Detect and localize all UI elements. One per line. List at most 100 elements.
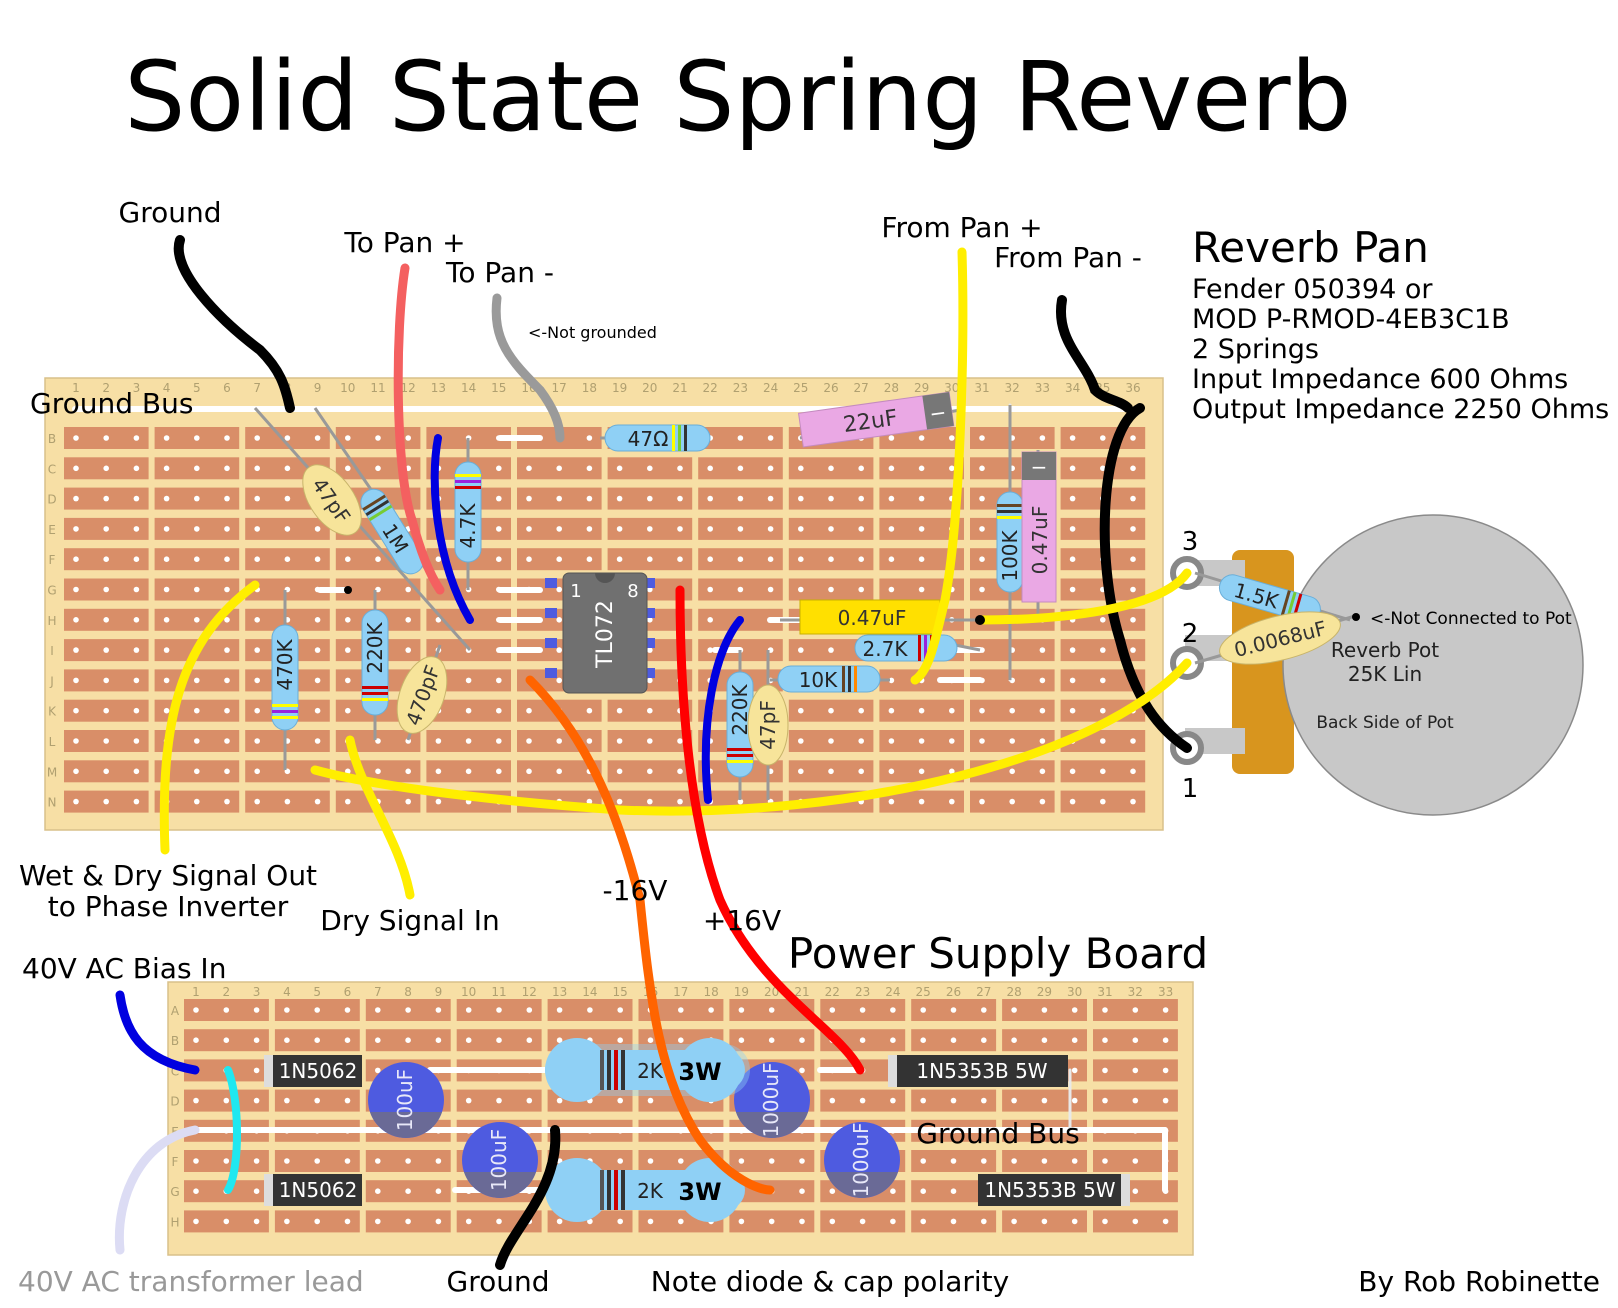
- wire-plus16v: [675, 585, 865, 1075]
- strip-hole: [405, 617, 412, 623]
- strip-hole: [798, 495, 804, 502]
- strip-hole: [1041, 1097, 1048, 1104]
- pot-lug-3-label: 3: [1182, 527, 1199, 557]
- strip-hole: [163, 556, 170, 562]
- strip-hole: [617, 1097, 623, 1104]
- column-number: 30: [1067, 985, 1082, 999]
- strip-hole: [405, 1037, 411, 1043]
- row-letter: D: [47, 493, 56, 507]
- strip-hole: [1011, 1037, 1017, 1043]
- strip-hole: [979, 798, 985, 805]
- strip-hole: [556, 465, 562, 472]
- strip-hole: [253, 1067, 260, 1074]
- svg-text:1N5062: 1N5062: [279, 1178, 358, 1202]
- strip-hole: [465, 738, 472, 744]
- strip-hole: [1100, 617, 1106, 623]
- row-letter: F: [172, 1155, 179, 1169]
- strip-hole: [979, 435, 985, 441]
- strip-hole: [1132, 1067, 1139, 1074]
- strip-hole: [1130, 465, 1136, 472]
- strip-hole: [798, 647, 804, 653]
- strip-hole: [194, 435, 200, 441]
- strip-hole: [526, 768, 532, 775]
- column-number: 25: [793, 381, 808, 395]
- column-number: 20: [764, 985, 779, 999]
- column-number: 15: [491, 381, 506, 395]
- strip-hole: [858, 768, 864, 775]
- strip-hole: [405, 1218, 411, 1225]
- strip-hole: [1041, 1218, 1048, 1225]
- strip-hole: [798, 465, 804, 472]
- strip-hole: [193, 1097, 199, 1104]
- strip-hole: [798, 738, 804, 744]
- strip-hole: [586, 435, 593, 441]
- strip-hole: [375, 1037, 381, 1043]
- strip-hole: [616, 707, 623, 714]
- strip-hole: [224, 707, 230, 714]
- strip-hole: [314, 647, 321, 653]
- strip-hole: [496, 768, 502, 775]
- strip-hole: [737, 798, 744, 805]
- strip-hole: [918, 798, 925, 805]
- strip-hole: [799, 1158, 805, 1164]
- strip-hole: [224, 556, 230, 562]
- strip-hole: [496, 677, 502, 684]
- strip-hole: [556, 556, 562, 562]
- strip-hole: [254, 465, 260, 472]
- strip-hole: [798, 526, 804, 532]
- column-number: 1: [72, 381, 80, 395]
- strip-hole: [920, 1037, 926, 1043]
- strip-hole: [375, 738, 381, 744]
- wire-ground-bottom: [495, 1125, 561, 1270]
- strip-hole: [435, 738, 442, 744]
- zener-1n5353b-bottom: 1N5353B 5W: [978, 1174, 1130, 1206]
- strip-hole: [647, 1037, 654, 1043]
- strip-hole: [918, 738, 925, 744]
- strip-hole: [647, 798, 653, 805]
- strip-hole: [677, 738, 683, 744]
- strip-hole: [949, 465, 955, 472]
- strip-hole: [1162, 1218, 1169, 1225]
- strip-hole: [888, 465, 895, 472]
- column-number: 32: [1128, 985, 1143, 999]
- strip-hole: [1069, 707, 1076, 714]
- strip-hole: [647, 465, 653, 472]
- row-letter: D: [170, 1095, 179, 1109]
- strip-hole: [1069, 465, 1076, 472]
- strip-hole: [556, 586, 562, 593]
- strip-hole: [375, 1188, 381, 1194]
- strip-hole: [73, 586, 79, 593]
- strip-hole: [556, 495, 562, 502]
- svg-text:1N5353B 5W: 1N5353B 5W: [916, 1059, 1047, 1083]
- strip-hole: [224, 647, 230, 653]
- strip-hole: [1041, 1037, 1048, 1043]
- wire-from-pan-minus: [1055, 295, 1133, 413]
- column-number: 5: [313, 985, 321, 999]
- strip-hole: [1071, 1007, 1078, 1013]
- strip-hole: [224, 617, 230, 623]
- column-number: 2: [102, 381, 110, 395]
- svg-text:100K: 100K: [998, 529, 1022, 581]
- strip-hole: [73, 707, 79, 714]
- strip-hole: [405, 1007, 411, 1013]
- strip-hole: [707, 586, 713, 593]
- strip-hole: [496, 1037, 502, 1043]
- column-number: 30: [944, 381, 959, 395]
- resistor-2k-3w-bottom: 2K 3W: [545, 1158, 745, 1222]
- strip-hole: [193, 1158, 199, 1164]
- strip-hole: [314, 1158, 321, 1164]
- strip-hole: [133, 435, 140, 441]
- label-plus16v: +16V: [703, 904, 781, 937]
- strip-hole: [254, 677, 260, 684]
- strip-hole: [979, 526, 985, 532]
- column-number: 19: [612, 381, 627, 395]
- strip-hole: [799, 1188, 805, 1194]
- strip-hole: [918, 586, 925, 593]
- strip-hole: [678, 1037, 684, 1043]
- strip-hole: [616, 798, 623, 805]
- column-number: 6: [344, 985, 352, 999]
- column-number: 32: [1005, 381, 1020, 395]
- strip-hole: [858, 526, 864, 532]
- strip-hole: [1071, 1097, 1078, 1104]
